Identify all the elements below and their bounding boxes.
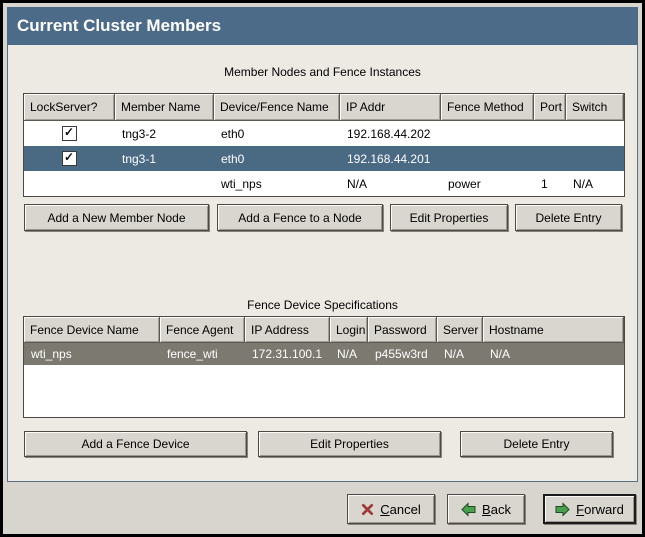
column-header-device-fence-name[interactable]: Device/Fence Name xyxy=(214,94,340,121)
fence-devices-table-header: Fence Device Name Fence Agent IP Address… xyxy=(24,317,624,343)
column-header-password[interactable]: Password xyxy=(368,317,437,343)
cancel-label: Cancel xyxy=(380,502,420,517)
fence-edit-properties-button[interactable]: Edit Properties xyxy=(258,431,441,457)
cell-ip-addr: N/A xyxy=(340,171,441,196)
content-panel: Member Nodes and Fence Instances LockSer… xyxy=(7,45,638,482)
members-delete-entry-button[interactable]: Delete Entry xyxy=(515,204,622,231)
column-header-server[interactable]: Server xyxy=(437,317,483,343)
members-table: LockServer? Member Name Device/Fence Nam… xyxy=(23,93,625,197)
column-header-member-name[interactable]: Member Name xyxy=(115,94,214,121)
members-table-header: LockServer? Member Name Device/Fence Nam… xyxy=(24,94,624,121)
cell-device-fence-name: eth0 xyxy=(214,121,340,146)
arrow-right-icon xyxy=(555,502,570,517)
cell-fence-method xyxy=(441,121,534,146)
cell-lockserver xyxy=(24,171,115,196)
column-header-ip-address[interactable]: IP Address xyxy=(245,317,330,343)
table-row-selected[interactable]: tng3-1 eth0 192.168.44.201 xyxy=(24,146,624,171)
fence-delete-entry-button[interactable]: Delete Entry xyxy=(460,431,613,457)
back-button[interactable]: Back xyxy=(447,494,525,524)
cell-member-name xyxy=(115,171,214,196)
forward-label: Forward xyxy=(576,502,624,517)
cell-port xyxy=(534,121,566,146)
column-header-fence-device-name[interactable]: Fence Device Name xyxy=(24,317,160,343)
cell-fence-device-name: wti_nps xyxy=(24,343,160,365)
lockserver-checkbox[interactable] xyxy=(62,126,77,141)
cell-password: p455w3rd xyxy=(368,343,437,365)
column-header-fence-method[interactable]: Fence Method xyxy=(441,94,534,121)
cancel-button[interactable]: Cancel xyxy=(347,494,435,524)
cell-hostname: N/A xyxy=(483,343,624,365)
members-edit-properties-button[interactable]: Edit Properties xyxy=(390,204,508,231)
cell-lockserver xyxy=(24,146,115,171)
cell-fence-agent: fence_wti xyxy=(160,343,245,365)
cell-device-fence-name: wti_nps xyxy=(214,171,340,196)
column-header-hostname[interactable]: Hostname xyxy=(483,317,624,343)
lockserver-checkbox[interactable] xyxy=(62,151,77,166)
cell-switch xyxy=(566,146,624,171)
table-row[interactable]: wti_nps N/A power 1 N/A xyxy=(24,171,624,196)
column-header-fence-agent[interactable]: Fence Agent xyxy=(160,317,245,343)
cell-ip-addr: 192.168.44.201 xyxy=(340,146,441,171)
cell-server: N/A xyxy=(437,343,483,365)
column-header-login[interactable]: Login xyxy=(330,317,368,343)
cell-login: N/A xyxy=(330,343,368,365)
column-header-ip-addr[interactable]: IP Addr xyxy=(340,94,441,121)
add-new-member-node-button[interactable]: Add a New Member Node xyxy=(24,204,209,231)
cell-ip-address: 172.31.100.1 xyxy=(245,343,330,365)
column-header-lockserver[interactable]: LockServer? xyxy=(24,94,115,121)
cell-device-fence-name: eth0 xyxy=(214,146,340,171)
cancel-x-icon xyxy=(361,503,374,516)
cell-switch: N/A xyxy=(566,171,624,196)
add-fence-device-button[interactable]: Add a Fence Device xyxy=(24,431,247,457)
arrow-left-icon xyxy=(461,502,476,517)
cell-port xyxy=(534,146,566,171)
fence-devices-table: Fence Device Name Fence Agent IP Address… xyxy=(23,316,625,418)
table-row-selected-inactive[interactable]: wti_nps fence_wti 172.31.100.1 N/A p455w… xyxy=(24,343,624,365)
column-header-switch[interactable]: Switch xyxy=(566,94,624,121)
cell-fence-method xyxy=(441,146,534,171)
cell-switch xyxy=(566,121,624,146)
cell-ip-addr: 192.168.44.202 xyxy=(340,121,441,146)
empty-table-area xyxy=(24,365,624,417)
cell-lockserver xyxy=(24,121,115,146)
page-title: Current Cluster Members xyxy=(7,7,638,45)
cell-member-name: tng3-1 xyxy=(115,146,214,171)
wizard-footer: Cancel Back Forward xyxy=(7,482,638,530)
cell-member-name: tng3-2 xyxy=(115,121,214,146)
add-fence-to-node-button[interactable]: Add a Fence to a Node xyxy=(217,204,383,231)
column-header-port[interactable]: Port xyxy=(534,94,566,121)
cell-port: 1 xyxy=(534,171,566,196)
cell-fence-method: power xyxy=(441,171,534,196)
back-label: Back xyxy=(482,502,511,517)
forward-button[interactable]: Forward xyxy=(543,494,636,524)
members-table-caption: Member Nodes and Fence Instances xyxy=(8,65,637,79)
table-row[interactable]: tng3-2 eth0 192.168.44.202 xyxy=(24,121,624,146)
fence-devices-table-caption: Fence Device Specifications xyxy=(8,298,637,312)
